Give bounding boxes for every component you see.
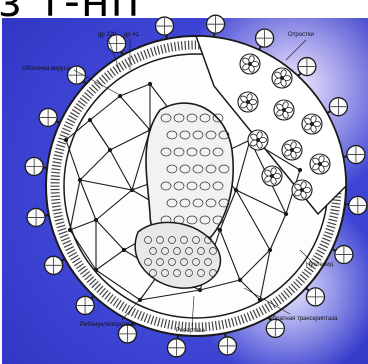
cutaway-particle: [248, 130, 268, 150]
spike-knob: [27, 208, 45, 226]
lattice-node: [268, 248, 271, 251]
lattice-node: [298, 168, 301, 171]
spike-knob: [256, 29, 274, 47]
cutaway-particle: [292, 180, 312, 200]
lattice-node: [130, 188, 133, 191]
spike-knob: [266, 319, 284, 337]
lattice-node: [148, 82, 151, 85]
lattice-node: [198, 288, 201, 291]
lattice-node: [218, 228, 221, 231]
lattice-node: [64, 138, 67, 141]
spike-knob: [306, 288, 324, 306]
lattice-node: [88, 118, 91, 121]
lattice-node: [284, 212, 287, 215]
lattice-node: [238, 278, 241, 281]
label-gp120: gp 120: [98, 32, 117, 38]
spike-knob: [39, 108, 57, 126]
lattice-node: [78, 178, 81, 181]
lattice-node: [122, 248, 125, 251]
cutaway-particle: [240, 54, 260, 74]
label-gp41: gp 41: [124, 32, 140, 38]
spike-knob: [45, 256, 63, 274]
lattice-node: [118, 94, 121, 97]
lattice-node: [258, 298, 261, 301]
cutaway-particle: [302, 114, 322, 134]
spike-knob: [218, 337, 236, 355]
label-outer-envelope: Оболочка вируса: [22, 66, 71, 72]
lattice-node: [108, 148, 111, 151]
label-nucleoid: Нуклеоид: [306, 262, 334, 268]
spike-knob: [25, 157, 43, 175]
spike-knob: [298, 58, 316, 76]
spike-knob: [207, 15, 225, 33]
lattice-node: [94, 268, 97, 271]
label-ribonucleoprotein: Рибонуклеопротеин: [80, 322, 136, 328]
cutaway-particle: [262, 166, 282, 186]
spike-knob: [347, 146, 365, 164]
cutaway-particle: [272, 68, 292, 88]
lattice-node: [234, 188, 237, 191]
cutaway-particle: [282, 140, 302, 160]
cutaway-particle: [238, 92, 258, 112]
spike-knob: [76, 296, 94, 314]
spike-knob: [335, 246, 353, 264]
lattice-node: [68, 228, 71, 231]
spike-knob: [156, 17, 174, 35]
spike-knob: [329, 98, 347, 116]
label-spikes: Отростки: [288, 32, 314, 38]
spike-knob: [349, 197, 367, 215]
lattice-node: [94, 218, 97, 221]
spike-knob: [167, 339, 185, 357]
cutaway-particle: [310, 154, 330, 174]
label-transcriptase: Обратная транскриптаза: [268, 316, 338, 322]
cutaway-particle: [274, 100, 294, 120]
label-enzyme: Ревертаза: [176, 328, 205, 334]
